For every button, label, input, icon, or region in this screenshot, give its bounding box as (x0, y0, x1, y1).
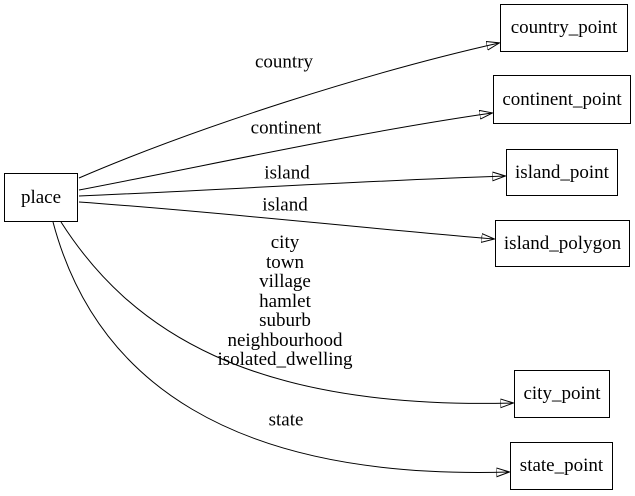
edge-place-island-point (78, 176, 505, 197)
edge-label-city-group: city town village hamlet suburb neighbou… (217, 233, 352, 370)
node-island-point-label: island_point (515, 161, 609, 183)
edge-place-state-point (52, 221, 509, 472)
edge-label-city-line: city (270, 231, 300, 253)
node-island-point: island_point (506, 149, 618, 196)
edge-label-state: state (268, 409, 304, 431)
node-place: place (4, 173, 78, 222)
edge-place-city-point (60, 221, 513, 403)
node-state-point: state_point (510, 442, 613, 490)
edge-label-island-polygon: island (262, 194, 308, 216)
edge-label-village-line: village (259, 270, 311, 292)
edge-label-continent: continent (250, 117, 322, 139)
node-city-point-label: city_point (523, 383, 601, 404)
edge-place-island-polygon (78, 201, 494, 239)
node-country-point-label: country_point (510, 17, 618, 38)
edge-label-isolated-dwelling-line: isolated_dwelling (217, 348, 353, 370)
edge-place-continent-point (78, 113, 492, 191)
node-city-point: city_point (514, 370, 610, 418)
edge-label-island-point: island (264, 162, 310, 184)
node-continent-point: continent_point (493, 75, 631, 124)
edge-label-neighbourhood-line: neighbourhood (227, 329, 343, 351)
edge-label-hamlet-line: hamlet (259, 290, 311, 312)
edge-label-town-line: town (266, 251, 304, 273)
edge-label-suburb-line: suburb (259, 309, 311, 331)
edge-place-country-point (78, 43, 499, 179)
node-place-label: place (20, 186, 62, 208)
node-country-point: country_point (500, 4, 628, 52)
node-island-polygon-label: island_polygon (503, 232, 622, 254)
node-state-point-label: state_point (519, 455, 604, 476)
node-continent-point-label: continent_point (502, 88, 622, 110)
node-island-polygon: island_polygon (495, 220, 630, 267)
edge-label-country: country (254, 51, 314, 73)
